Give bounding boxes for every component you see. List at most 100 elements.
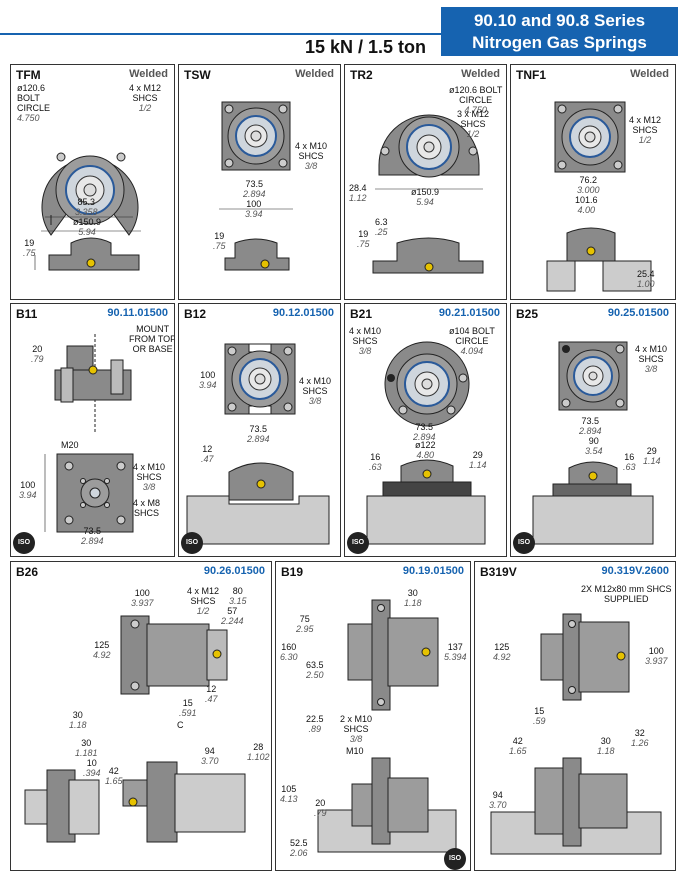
part-number: 90.319V.2600 bbox=[601, 565, 670, 577]
height1-dim: 16.63 bbox=[623, 452, 636, 472]
series-title-line2: Nitrogen Gas Springs bbox=[472, 33, 647, 52]
iso-badge: ISO bbox=[347, 532, 369, 554]
b21-drawing bbox=[366, 341, 486, 545]
height-dim: 20.79 bbox=[31, 344, 44, 364]
iso-badge: ISO bbox=[513, 532, 535, 554]
panel-tag: Welded bbox=[461, 68, 500, 80]
iso-badge: ISO bbox=[13, 532, 35, 554]
header-rule bbox=[0, 33, 441, 35]
height-dim: 19.75 bbox=[23, 238, 36, 258]
part-number: 90.11.01500 bbox=[107, 307, 168, 319]
panel-title: TFM bbox=[16, 68, 41, 82]
part-number: 90.19.01500 bbox=[402, 565, 464, 577]
capacity-title: 15 kN / 1.5 ton bbox=[305, 37, 427, 57]
panel-title: TR2 bbox=[350, 68, 373, 82]
b12-drawing bbox=[186, 343, 330, 545]
height-dim: 12.47 bbox=[201, 444, 214, 464]
series-title-box: 90.10 and 90.8 Series Nitrogen Gas Sprin… bbox=[441, 7, 678, 56]
panel-title: TNF1 bbox=[516, 68, 546, 82]
part-number: 90.26.01500 bbox=[203, 565, 265, 577]
part-number: 90.25.01500 bbox=[607, 307, 669, 319]
panel-title: B19 bbox=[281, 565, 304, 579]
panel-tag: Welded bbox=[295, 68, 334, 80]
dim-c: 15.59 bbox=[533, 706, 546, 726]
tfm-drawing bbox=[34, 152, 149, 281]
panel-title: B26 bbox=[16, 565, 39, 579]
height1-dim: 16.63 bbox=[369, 452, 382, 472]
panel-title: B25 bbox=[516, 307, 539, 321]
b319v-drawing bbox=[490, 613, 662, 855]
iso-badge: ISO bbox=[181, 532, 203, 554]
b26-drawing bbox=[24, 615, 246, 843]
iso-badge: ISO bbox=[444, 848, 466, 870]
panel-tag: Welded bbox=[630, 68, 669, 80]
panel-title: B11 bbox=[16, 307, 38, 321]
dim-f: 22.5.89 bbox=[306, 714, 324, 734]
height1-dim: 6.3.25 bbox=[375, 217, 388, 237]
m20-label: M20 bbox=[61, 440, 79, 450]
panel-tag: Welded bbox=[129, 68, 168, 80]
dim-h: 20.79 bbox=[314, 798, 327, 818]
part-number: 90.21.01500 bbox=[438, 307, 500, 319]
height-dim: 19.75 bbox=[213, 231, 226, 251]
tnf1-drawing bbox=[546, 101, 652, 292]
dim-e: 15.591 bbox=[179, 698, 197, 718]
b11-drawing bbox=[44, 334, 134, 533]
height2-dim: 19.75 bbox=[357, 229, 370, 249]
series-title-line1: 90.10 and 90.8 Series bbox=[473, 11, 646, 30]
